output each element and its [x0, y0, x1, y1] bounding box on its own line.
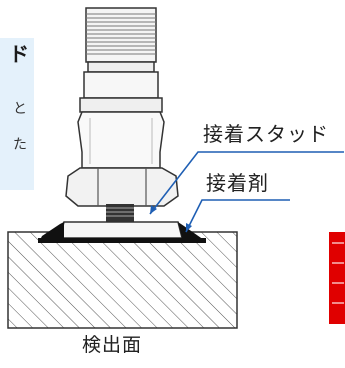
detection-surface-block — [7, 231, 238, 329]
sensor-body — [77, 111, 165, 169]
leader-line-stud — [149, 151, 344, 215]
side-panel-text-line: と — [13, 101, 27, 117]
warning-box-glyph — [332, 302, 344, 304]
adhesive-label: 接着剤 — [206, 171, 269, 195]
warning-box-glyph — [332, 282, 344, 284]
side-panel-heading: ド — [9, 42, 29, 66]
adhesive-stud-label: 接着スタッド — [203, 122, 329, 146]
warning-box-glyph — [332, 262, 344, 264]
adhesive-layer — [38, 222, 206, 243]
connector-thread — [85, 7, 157, 63]
detection-surface-label: 検出面 — [82, 334, 143, 356]
sensor-neck — [79, 61, 163, 113]
side-info-panel: ド と た — [0, 38, 34, 190]
sensor-hex-base — [65, 167, 179, 207]
mounting-screw — [106, 204, 134, 222]
leader-line-adhesive — [185, 199, 290, 233]
side-panel-text-line: た — [13, 137, 27, 153]
adhesive-stud — [59, 221, 183, 239]
warning-box-glyph — [332, 242, 344, 244]
warning-box — [329, 232, 345, 324]
